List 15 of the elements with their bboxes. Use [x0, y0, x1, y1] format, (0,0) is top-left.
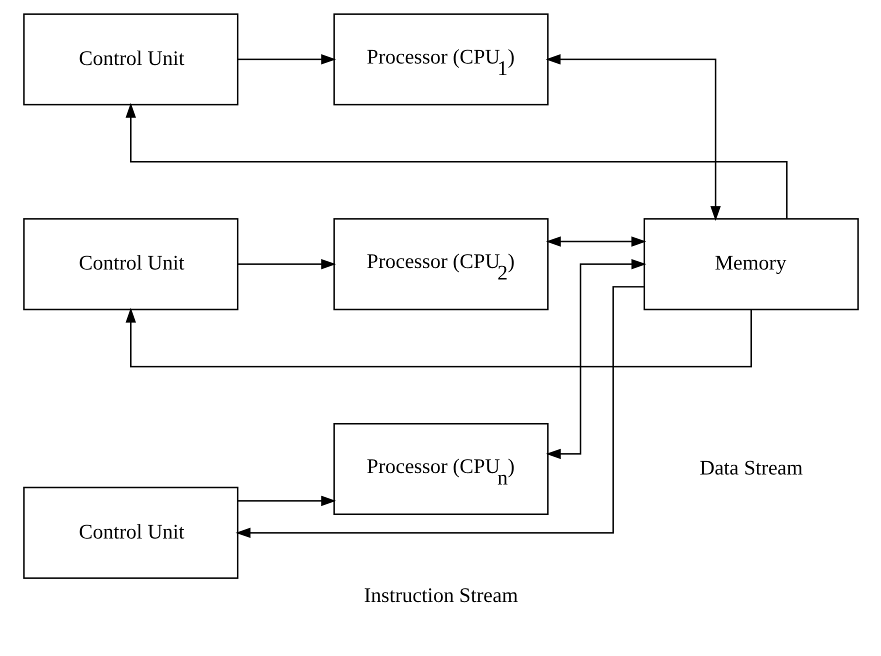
label: Data Stream [699, 456, 802, 480]
arrow [125, 308, 752, 368]
arrow [545, 258, 646, 460]
arrow [545, 54, 720, 221]
arrow [235, 286, 644, 538]
node-box: Control Unit [22, 218, 238, 310]
arrow [238, 54, 336, 65]
arrow [125, 102, 788, 218]
label: Instruction Stream [364, 584, 518, 608]
arrow [238, 258, 336, 270]
node-box: Control Unit [22, 13, 238, 106]
arrow [545, 236, 646, 247]
arrow [238, 496, 336, 506]
node-box: Memory [643, 218, 858, 310]
node-box: Control Unit [22, 486, 238, 579]
